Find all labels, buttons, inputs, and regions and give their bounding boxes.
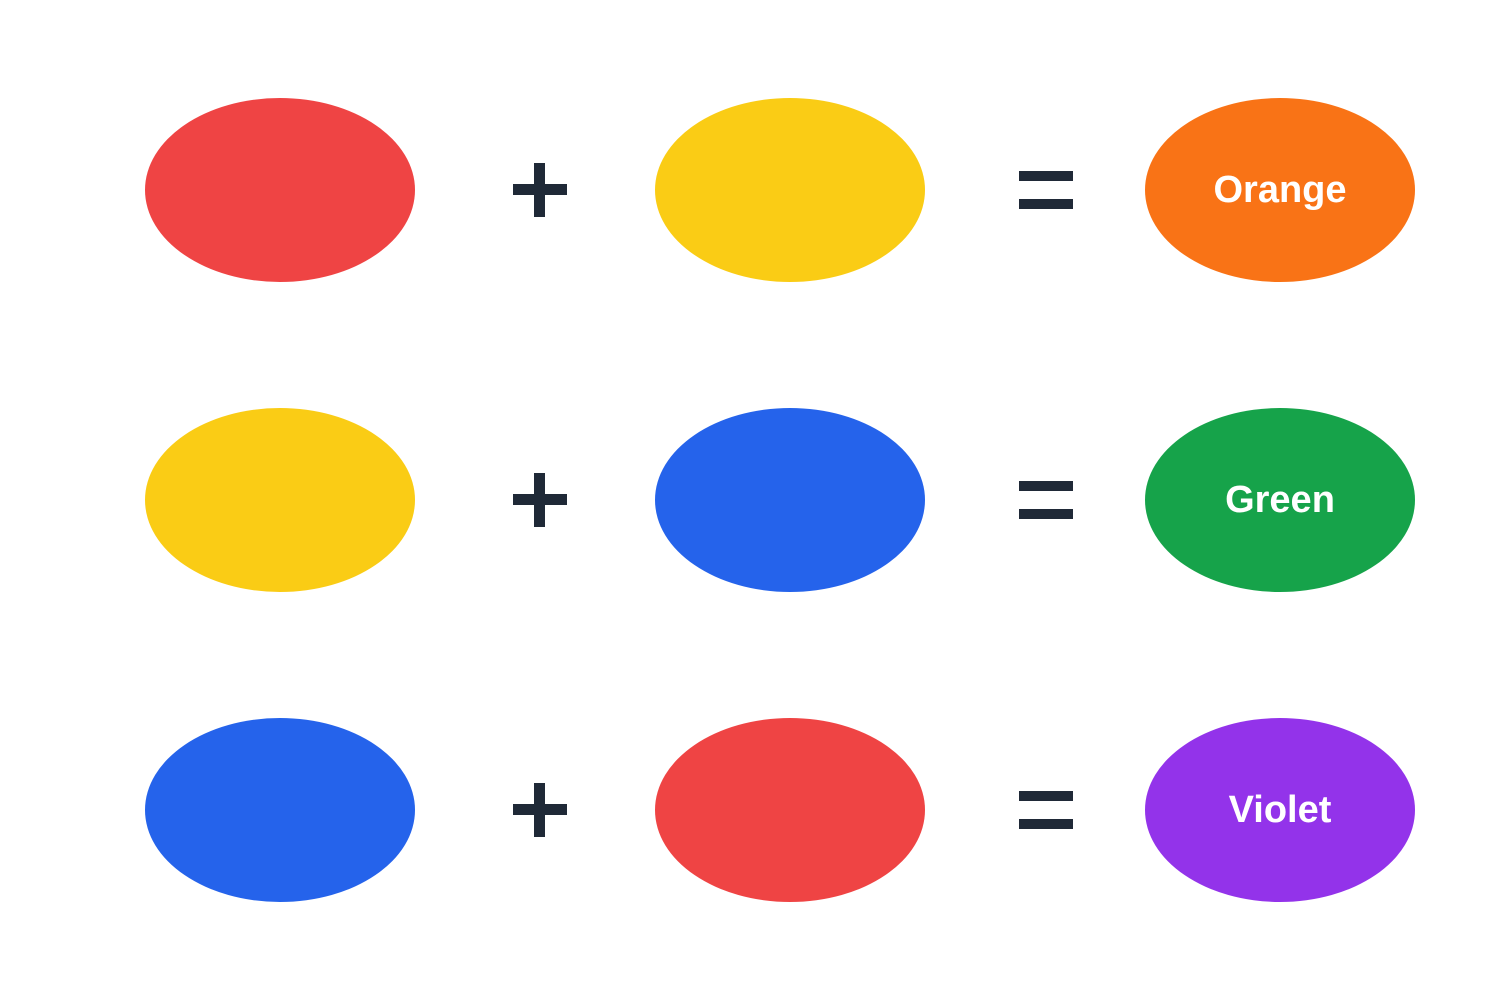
plus-icon: [513, 163, 567, 217]
result-label: Orange: [1213, 169, 1347, 211]
plus-operator: [500, 98, 580, 282]
result-label: Green: [1225, 479, 1335, 521]
plus-icon: [513, 473, 567, 527]
result-swatch-green: Green: [1145, 408, 1415, 592]
color-swatch-yellow: [655, 98, 925, 282]
color-swatch-red: [145, 98, 415, 282]
equation-row-2: Green: [0, 408, 1500, 592]
plus-icon: [513, 783, 567, 837]
equals-icon: [1019, 171, 1073, 209]
result-label: Violet: [1228, 789, 1332, 831]
equals-operator: [1006, 408, 1086, 592]
plus-operator: [500, 408, 580, 592]
result-swatch-violet: Violet: [1145, 718, 1415, 902]
color-swatch-red: [655, 718, 925, 902]
equals-icon: [1019, 791, 1073, 829]
equation-row-3: Violet: [0, 718, 1500, 902]
equals-operator: [1006, 98, 1086, 282]
plus-operator: [500, 718, 580, 902]
equation-row-1: Orange: [0, 98, 1500, 282]
result-swatch-orange: Orange: [1145, 98, 1415, 282]
color-swatch-yellow: [145, 408, 415, 592]
color-swatch-blue: [145, 718, 415, 902]
equals-icon: [1019, 481, 1073, 519]
equals-operator: [1006, 718, 1086, 902]
color-swatch-blue: [655, 408, 925, 592]
